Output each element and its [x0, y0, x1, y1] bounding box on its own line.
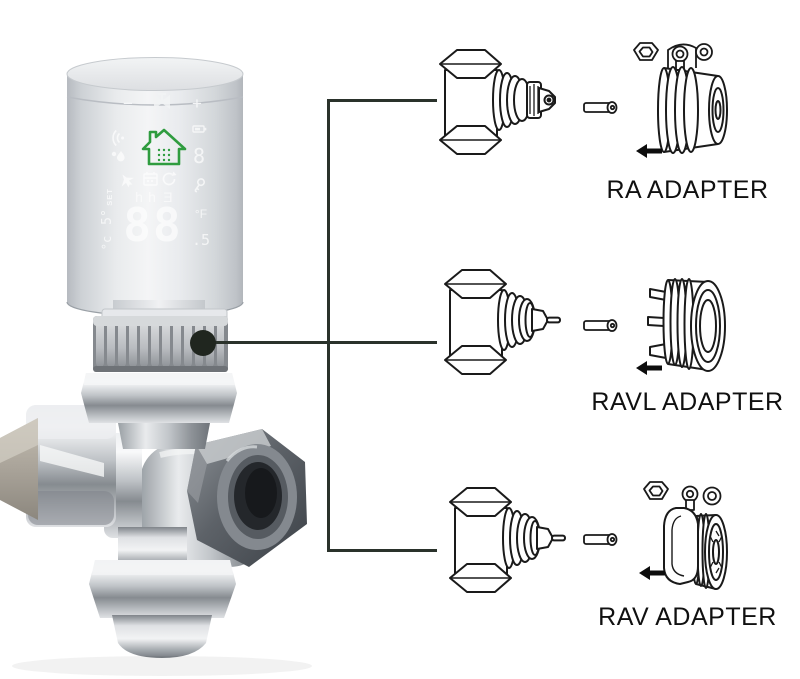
segment-char: h — [135, 189, 143, 205]
valve-drawing-ra — [435, 42, 557, 162]
valve-body-photo — [0, 316, 312, 676]
knurled-ring — [93, 316, 228, 372]
thermostat-head-photo: − + 8 — [66, 57, 244, 322]
left-arrow-icon — [636, 361, 662, 375]
ra-adapter-drawing — [633, 42, 728, 158]
valve-right-port — [187, 429, 307, 567]
pin-drawing — [583, 319, 618, 332]
adapter-label-rav: RAV ADAPTER — [598, 603, 777, 631]
segment-char-mirrored: E — [163, 189, 172, 205]
left-arrow-icon — [636, 144, 662, 158]
wifi-icon — [112, 129, 125, 147]
key-icon — [194, 178, 206, 193]
valve-bottom-cap — [112, 615, 212, 658]
temperature-decimal: .5 — [192, 231, 210, 249]
pin-drawing — [583, 533, 618, 546]
adapter-label-ra: RA ADAPTER — [606, 176, 769, 204]
small-digit: 8 — [193, 144, 205, 168]
pin-drawing — [583, 101, 618, 114]
valve-drawing-ravl — [440, 262, 562, 382]
left-arrow-icon — [639, 566, 665, 580]
minus-button[interactable]: − — [123, 94, 133, 113]
callout-line-vertical — [327, 99, 330, 552]
valve-icon — [154, 93, 170, 109]
rav-adapter-drawing — [639, 481, 728, 590]
airplane-icon — [121, 174, 135, 188]
adapter-label-ravl: RAVL ADAPTER — [591, 388, 784, 416]
valve-drawing-rav — [445, 480, 567, 600]
ravl-adapter-drawing — [636, 278, 726, 375]
temperature-digits: 88 — [123, 198, 182, 252]
celsius-label: °c — [100, 236, 114, 250]
callout-line-bottom — [327, 549, 437, 552]
calendar-icon — [143, 172, 158, 186]
set-label: SET — [105, 188, 114, 206]
scale-digit: 5° — [100, 209, 115, 225]
callout-line-top — [327, 99, 437, 102]
battery-icon — [192, 125, 207, 133]
sync-icon — [162, 171, 177, 186]
segment-char: h — [148, 189, 156, 205]
house-icon — [141, 128, 187, 166]
valve-top-nut — [81, 373, 237, 423]
callout-dot — [190, 330, 216, 356]
water-drop-icon — [111, 151, 125, 162]
fahrenheit-label: °F — [195, 207, 207, 221]
callout-line-middle — [203, 341, 437, 344]
plus-button[interactable]: + — [192, 94, 202, 113]
